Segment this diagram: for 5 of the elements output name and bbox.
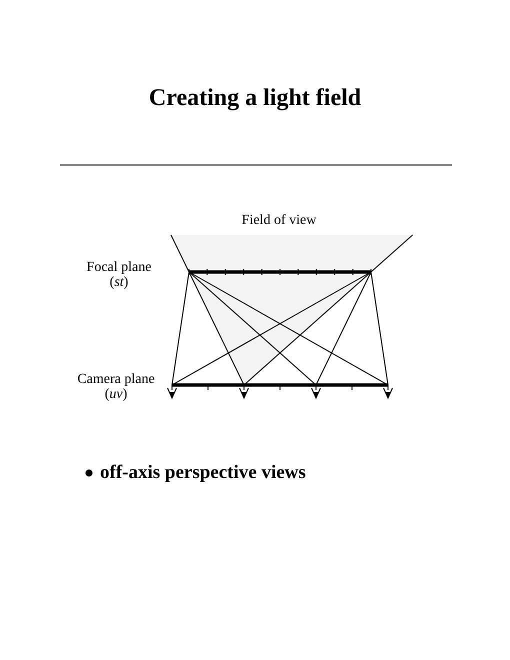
bullet-text: off-axis perspective views	[100, 463, 306, 483]
focal-plane-label: Focal plane (st)	[86, 260, 152, 290]
field-of-view-label: Field of view	[240, 213, 318, 228]
camera-plane-label: Camera plane (uv)	[76, 372, 156, 402]
slide-title: Creating a light field	[148, 84, 362, 113]
